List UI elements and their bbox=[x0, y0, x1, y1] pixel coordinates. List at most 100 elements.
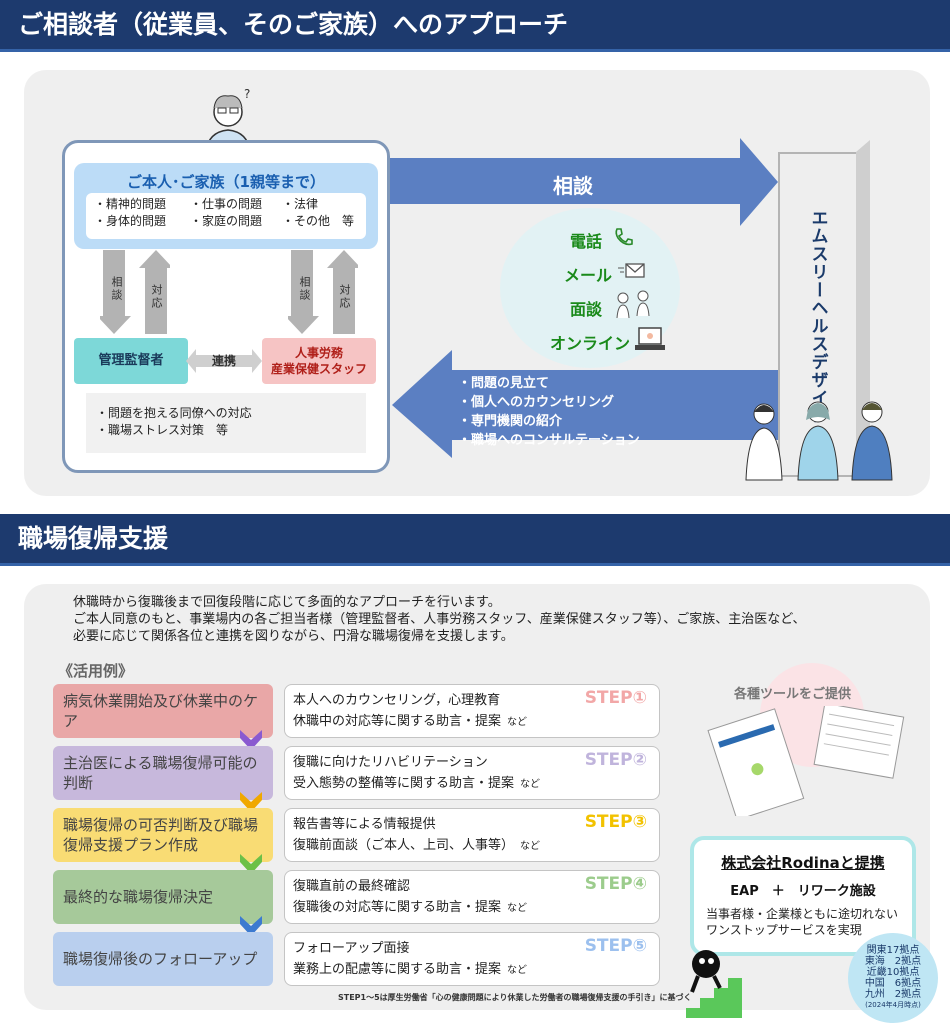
method-meeting: 面談 bbox=[570, 300, 603, 319]
laptop-icon bbox=[635, 327, 665, 350]
base-item: 九州 2拠点 bbox=[864, 989, 922, 1000]
meeting-people-icon bbox=[616, 290, 650, 319]
kanri-arrows bbox=[100, 250, 170, 334]
step-1-label: STEP① bbox=[584, 688, 647, 708]
step-line: 本人へのカウンセリング，心理教育 bbox=[293, 693, 501, 708]
step-3-label: STEP③ bbox=[584, 812, 647, 832]
jinji-line: 人事労務 bbox=[294, 346, 343, 360]
tools-title: 各種ツールをご提供 bbox=[734, 687, 852, 702]
support-item: ・個人へのカウンセリング bbox=[458, 395, 615, 410]
honnin-title: ご本人･ご家族（1親等まで） bbox=[127, 173, 325, 191]
kanri-box: 管理監督者 bbox=[74, 338, 188, 384]
stage-5: 職場復帰後のフォローアップ bbox=[53, 932, 273, 986]
stage-label: 病気休業開始及び休業中のケア bbox=[63, 692, 259, 730]
step-2-label: STEP② bbox=[584, 750, 647, 770]
nado: など bbox=[520, 841, 541, 852]
support-items: ・問題の見立て ・個人へのカウンセリング ・専門機関の紹介 ・職場へのコンサルテ… bbox=[458, 374, 640, 450]
note-item: ・職場ストレス対策 等 bbox=[96, 423, 229, 437]
base-item: 中国 6拠点 bbox=[864, 978, 922, 989]
intro-line: 必要に応じて関係各位と連携を図りながら、円滑な職場復帰を支援します。 bbox=[73, 629, 514, 644]
soudan-label-right: 相談 bbox=[298, 276, 311, 302]
usage-example-label: 《活用例》 bbox=[58, 662, 134, 680]
stage-2: 主治医による職場復帰可能の判断 bbox=[53, 746, 273, 800]
chevron-down-icon bbox=[240, 854, 262, 874]
step-4-box: 復職直前の最終確認 復職後の対応等に関する助言・提案など STEP④ bbox=[284, 870, 660, 924]
section1-title: ご相談者（従業員、そのご家族）へのアプローチ bbox=[18, 10, 569, 39]
stage-label: 職場復帰の可否判断及び職場復帰支援プラン作成 bbox=[63, 816, 259, 854]
base-date: (2024年4月時点) bbox=[865, 1001, 921, 1009]
bases-circle: 関東17拠点 東海 2拠点 近畿10拠点 中国 6拠点 九州 2拠点 (2024… bbox=[848, 933, 938, 1023]
step-line: 業務上の配慮等に関する助言・提案 bbox=[293, 962, 502, 977]
rodina-title: 株式会社Rodinaと提携 bbox=[721, 854, 885, 872]
method-phone: 電話 bbox=[570, 232, 603, 251]
consult-arrow bbox=[390, 138, 778, 226]
kanri-notes: ・問題を抱える同僚への対応 ・職場ストレス対策 等 bbox=[86, 393, 366, 453]
stage-label: 最終的な職場復帰決定 bbox=[63, 888, 214, 906]
stage-4: 最終的な職場復帰決定 bbox=[53, 870, 273, 924]
step-line: 休職中の対応等に関する助言・提案 bbox=[293, 714, 502, 729]
intro-line: 休職時から復職後まで回復段階に応じて多面的なアプローチを行います。 bbox=[73, 595, 501, 610]
chevron-down-icon bbox=[240, 916, 262, 936]
consult-label: 相談 bbox=[553, 174, 593, 198]
rodina-desc-line: ワンストップサービスを実現 bbox=[706, 923, 862, 937]
chevron-down-icon bbox=[240, 792, 262, 812]
support-item: ・専門機関の紹介 bbox=[458, 414, 563, 429]
jinji-line: 産業保健スタッフ bbox=[270, 362, 367, 376]
method-online: オンライン bbox=[550, 334, 631, 353]
jinji-box: 人事労務 産業保健スタッフ bbox=[262, 338, 376, 384]
chevron-down-icon bbox=[240, 730, 262, 750]
issue-item: ・精神的問題 bbox=[94, 197, 167, 211]
source-note: STEP1～5は厚生労働省「心の健康問題により休業した労働者の職場復帰支援の手引… bbox=[338, 993, 692, 1002]
stage-1: 病気休業開始及び休業中のケア bbox=[53, 684, 273, 738]
jinji-arrows bbox=[288, 250, 358, 334]
phone-icon bbox=[615, 228, 633, 246]
rodina-desc-line: 当事者様・企業様ともに途切れない bbox=[706, 907, 899, 921]
honnin-box: ご本人･ご家族（1親等まで） ・精神的問題 ・仕事の問題 ・法律 ・身体的問題 … bbox=[74, 163, 378, 249]
step-2-box: 復職に向けたリハビリテーション 受入態勢の整備等に関する助言・提案など STEP… bbox=[284, 746, 660, 800]
method-mail: メール bbox=[564, 266, 613, 285]
base-item: 近畿10拠点 bbox=[866, 967, 920, 978]
document-tools-icon bbox=[707, 706, 905, 816]
section2-banner: 職場復帰支援 bbox=[0, 514, 950, 566]
issue-item: ・法律 bbox=[282, 197, 319, 211]
honnin-issues: ・精神的問題 ・仕事の問題 ・法律 ・身体的問題 ・家庭の問題 ・その他 等 bbox=[86, 193, 366, 239]
stage-label: 主治医による職場復帰可能の判断 bbox=[63, 754, 258, 792]
section1-banner: ご相談者（従業員、そのご家族）へのアプローチ bbox=[0, 0, 950, 52]
step-line: フォローアップ面接 bbox=[293, 941, 410, 956]
issue-item: ・家庭の問題 bbox=[190, 214, 263, 228]
step-line: 復職に向けたリハビリテーション bbox=[293, 755, 488, 770]
step-1-box: 本人へのカウンセリング，心理教育 休職中の対応等に関する助言・提案など STEP… bbox=[284, 684, 660, 738]
issue-item: ・身体的問題 bbox=[94, 214, 167, 228]
nado: など bbox=[507, 965, 528, 976]
mail-icon bbox=[618, 263, 645, 278]
base-item: 東海 2拠点 bbox=[864, 956, 922, 967]
stage-label: 職場復帰後のフォローアップ bbox=[63, 950, 258, 968]
support-item: ・職場へのコンサルテーション bbox=[458, 433, 640, 448]
step-line: 受入態勢の整備等に関する助言・提案 bbox=[293, 776, 515, 791]
issue-item: ・その他 等 bbox=[282, 214, 355, 228]
step-line: 復職前面談（ご本人、上司、人事等） bbox=[293, 838, 515, 853]
issue-item: ・仕事の問題 bbox=[190, 197, 263, 211]
staff-illustration-icon bbox=[745, 401, 893, 481]
section2-title: 職場復帰支援 bbox=[18, 524, 169, 553]
note-item: ・問題を抱える同僚への対応 bbox=[96, 406, 252, 420]
support-arrow bbox=[392, 350, 778, 458]
step-3-box: 報告書等による情報提供 復職前面談（ご本人、上司、人事等）など STEP③ bbox=[284, 808, 660, 862]
nado: など bbox=[507, 903, 528, 914]
renkei-arrow bbox=[186, 349, 262, 373]
step-4-label: STEP④ bbox=[584, 874, 647, 894]
intro-text: 休職時から復職後まで回復段階に応じて多面的なアプローチを行います。 ご本人同意の… bbox=[73, 594, 806, 645]
rodina-description: 当事者様・企業様ともに途切れない ワンストップサービスを実現 bbox=[706, 906, 898, 938]
nado: など bbox=[507, 717, 528, 728]
step-line: 復職後の対応等に関する助言・提案 bbox=[293, 900, 502, 915]
rodina-subtitle: EAP ＋ リワーク施設 bbox=[730, 884, 876, 899]
step-line: 復職直前の最終確認 bbox=[293, 879, 411, 894]
pillar-shade bbox=[856, 140, 870, 477]
step-5-label: STEP⑤ bbox=[584, 936, 647, 956]
step-5-box: フォローアップ面接 業務上の配慮等に関する助言・提案など STEP⑤ bbox=[284, 932, 660, 986]
base-item: 関東17拠点 bbox=[866, 945, 920, 956]
taiou-label-right: 対応 bbox=[338, 284, 351, 310]
stairs-character-icon bbox=[686, 950, 742, 1018]
support-item: ・問題の見立て bbox=[458, 376, 550, 391]
stage-3: 職場復帰の可否判断及び職場復帰支援プラン作成 bbox=[53, 808, 273, 862]
